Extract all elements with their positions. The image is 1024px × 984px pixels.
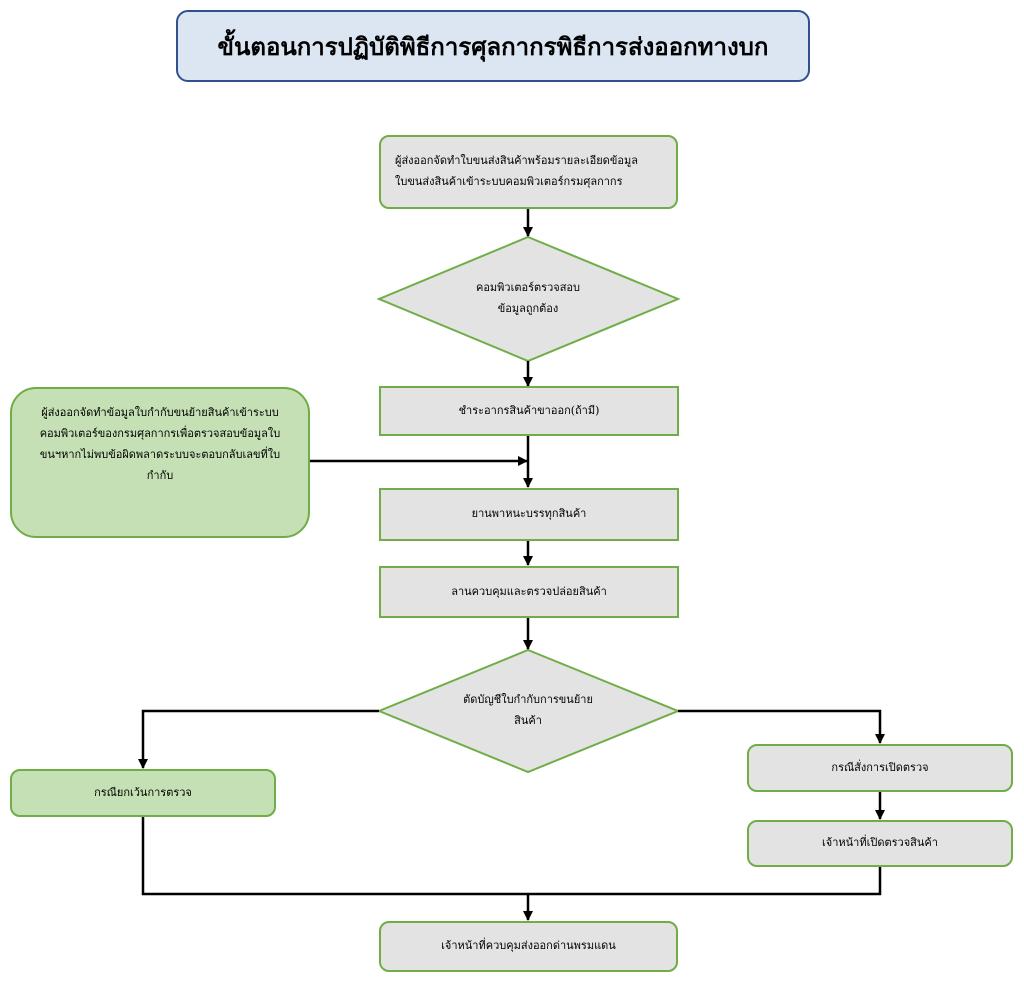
diagram-title: ขั้นตอนการปฏิบัติพิธีการศุลกากรพิธีการส่…: [176, 10, 810, 82]
cutoff-diamond: [376, 648, 681, 774]
arrow-cutoff-to-inspect: [678, 709, 885, 744]
inspect-box: กรณีสั่งการเปิดตรวจ: [747, 744, 1013, 792]
transit-box: ผู้ส่งออกจัดทำข้อมูลใบกำกับขนย้ายสินค้าเ…: [10, 387, 310, 538]
officer-open-box: เจ้าหน้าที่เปิดตรวจสินค้า: [747, 820, 1013, 867]
line-exempt-to-merge: [141, 817, 882, 896]
exempt-box: กรณียกเว้นการตรวจ: [10, 769, 276, 817]
submit-box: ผู้ส่งออกจัดทำใบขนส่งสินค้าพร้อมรายละเอี…: [379, 135, 678, 209]
check-label: คอมพิวเตอร์ตรวจสอบข้อมูลถูกต้อง: [475, 281, 581, 315]
pay-box: ชำระอากรสินค้าขาออก(ถ้ามี): [379, 386, 679, 436]
arrow-cutoff-to-exempt: [138, 709, 379, 769]
final-box: เจ้าหน้าที่ควบคุมส่งออกด่านพรมแดน: [379, 921, 678, 972]
yard-box: ลานควบคุมและตรวจปล่อยสินค้า: [379, 566, 679, 618]
cutoff-label: ตัดบัญชีใบกำกับการขนย้ายสินค้า: [463, 693, 593, 727]
load-box: ยานพาหนะบรรทุกสินค้า: [379, 488, 679, 541]
